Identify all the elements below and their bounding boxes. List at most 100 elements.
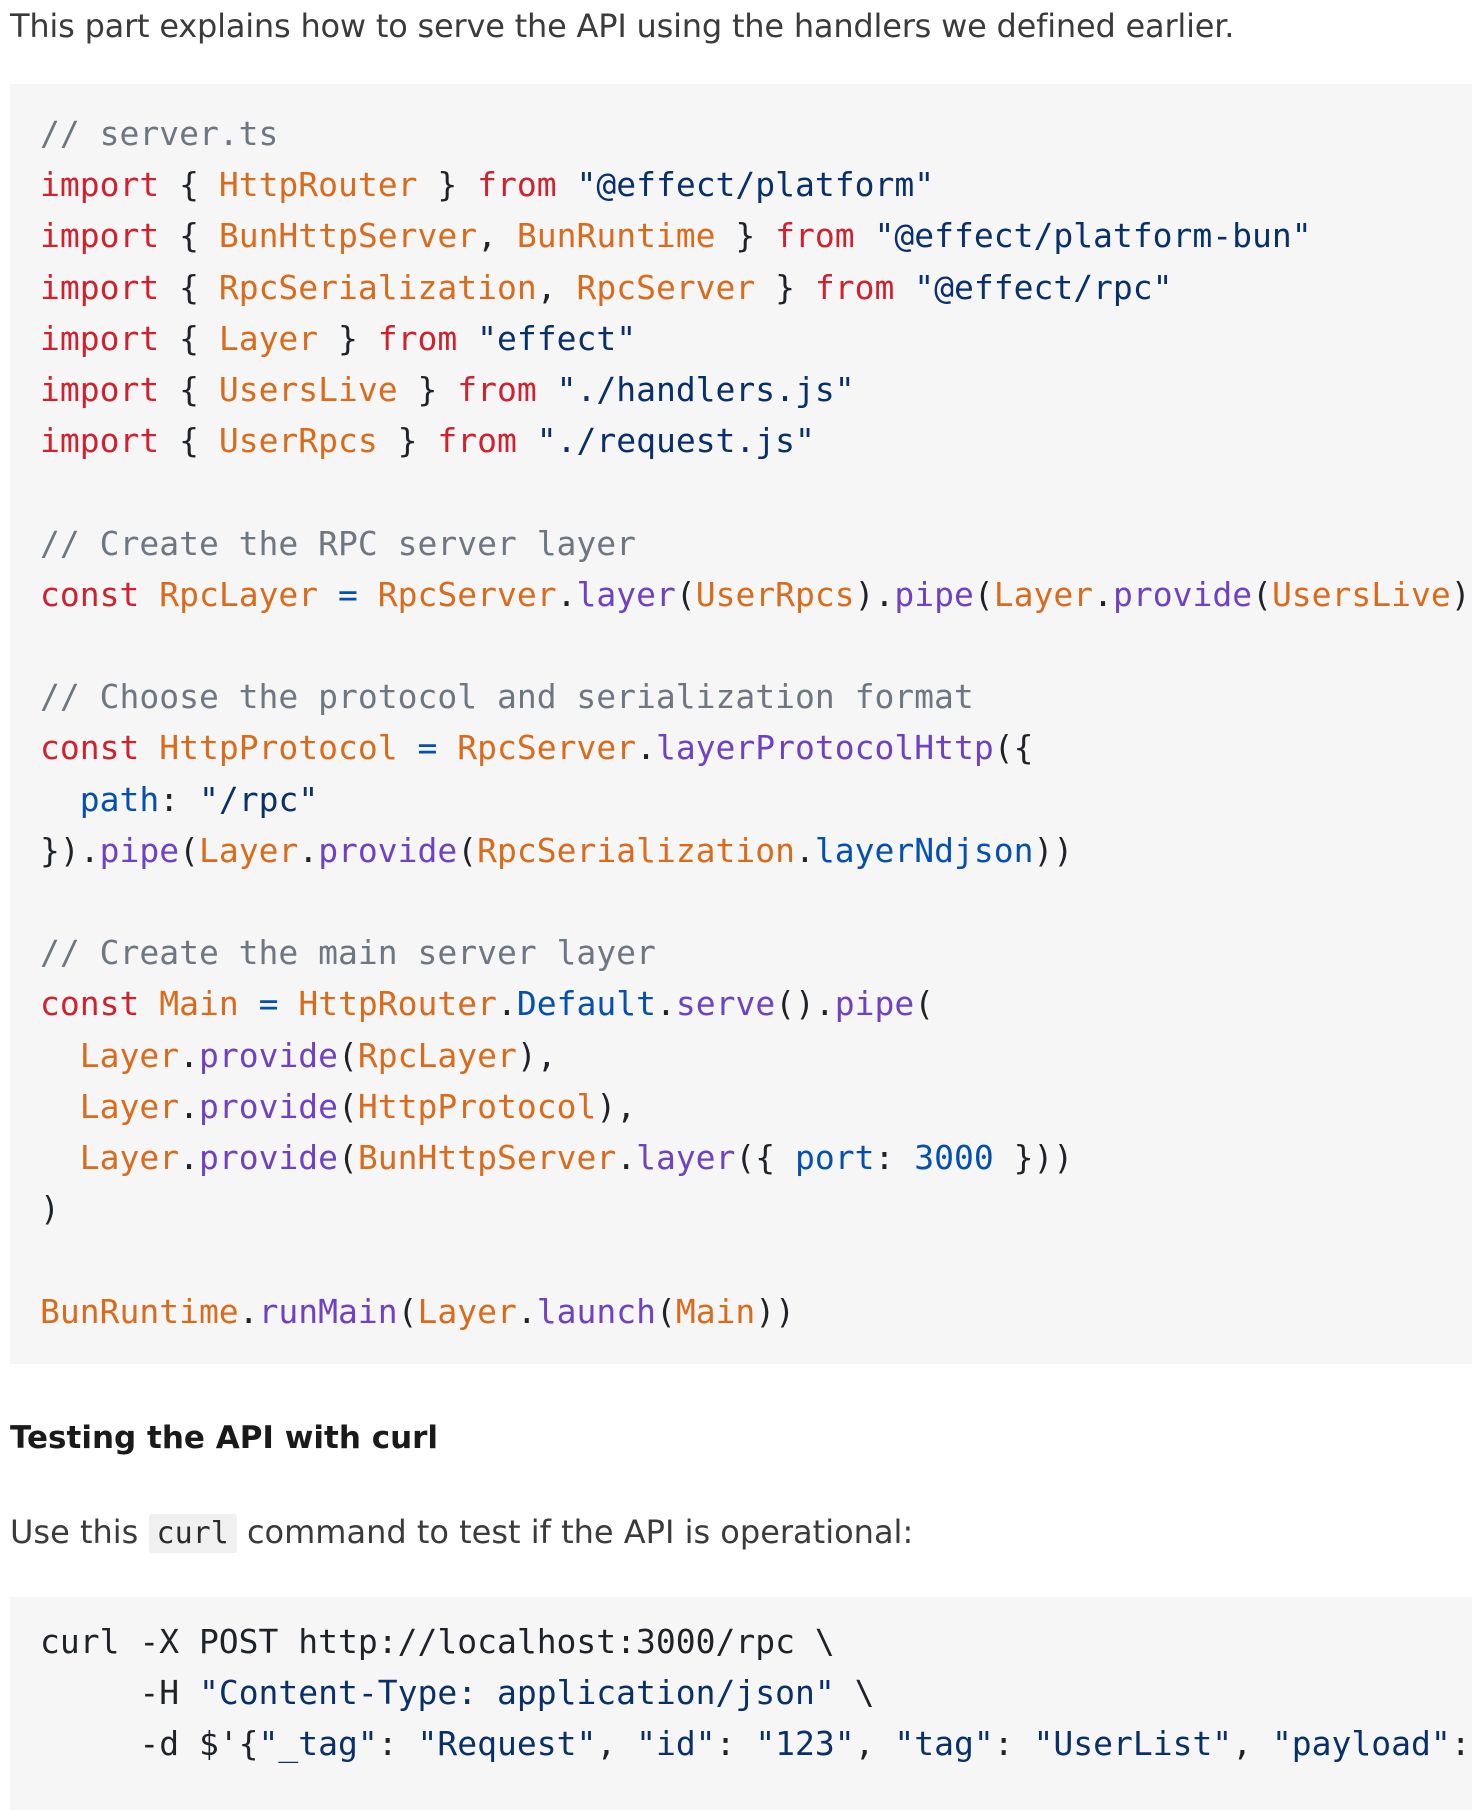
server-code-block: // server.ts import { HttpRouter } from … bbox=[10, 84, 1472, 1364]
code-token: Layer bbox=[218, 318, 319, 358]
code-token: } bbox=[755, 267, 815, 307]
code-line: // Choose the protocol and serialization… bbox=[40, 677, 974, 716]
code-token: ( bbox=[675, 574, 696, 614]
code-token: provide bbox=[198, 1086, 339, 1126]
code-line: import { HttpRouter } from "@effect/plat… bbox=[40, 165, 934, 204]
code-token: const bbox=[40, 984, 140, 1024]
code-line: -d $'{"_tag": "Request", "id": "123", "t… bbox=[40, 1724, 1472, 1763]
code-token: 3000 bbox=[914, 1138, 994, 1178]
code-token: ), bbox=[596, 1086, 637, 1126]
code-token: , bbox=[536, 267, 577, 307]
code-token: pipe bbox=[894, 574, 974, 614]
code-token: import bbox=[40, 370, 160, 410]
code-line: }).pipe(Layer.provide(RpcSerialization.l… bbox=[40, 831, 1073, 870]
code-token: . bbox=[556, 574, 577, 614]
code-token: ( bbox=[655, 1291, 676, 1331]
code-token: RpcServer bbox=[457, 728, 637, 768]
code-token: : bbox=[377, 1724, 418, 1764]
code-token: RpcLayer bbox=[357, 1035, 517, 1075]
code-token: BunRuntime bbox=[516, 216, 716, 256]
section-heading: Testing the API with curl bbox=[10, 1420, 439, 1456]
code-token: import bbox=[40, 421, 160, 461]
code-token: "Request" bbox=[417, 1724, 597, 1764]
code-token: layerNdjson bbox=[814, 830, 1034, 870]
code-token: ( bbox=[1252, 574, 1272, 614]
code-token: // Create the main server layer bbox=[40, 933, 656, 973]
code-token: RpcServer bbox=[377, 574, 557, 614]
code-token: pipe bbox=[99, 830, 180, 870]
code-line: Layer.provide(HttpProtocol), bbox=[40, 1087, 636, 1126]
code-token: provide bbox=[198, 1138, 339, 1178]
code-token: "@effect/platform" bbox=[576, 165, 935, 205]
code-token: ({ bbox=[735, 1138, 796, 1178]
code-line: Layer.provide(BunHttpServer.layer({ port… bbox=[40, 1138, 1073, 1177]
code-token: Main bbox=[159, 984, 239, 1024]
code-token: , bbox=[1232, 1724, 1272, 1764]
code-token: from bbox=[457, 370, 537, 410]
code-token: ( bbox=[338, 1035, 358, 1075]
code-token: , bbox=[596, 1724, 637, 1764]
code-token: UserRpcs bbox=[695, 574, 855, 614]
code-line: import { RpcSerialization, RpcServer } f… bbox=[40, 268, 1173, 307]
code-token: from bbox=[775, 216, 855, 256]
code-token: RpcSerialization bbox=[477, 830, 796, 870]
code-token: "./request.js" bbox=[536, 421, 815, 461]
code-token: (). bbox=[775, 984, 835, 1024]
code-token bbox=[40, 780, 80, 819]
code-token: "id" bbox=[636, 1724, 716, 1764]
code-token: . bbox=[1093, 574, 1113, 614]
code-token bbox=[398, 728, 418, 767]
code-token: UserRpcs bbox=[218, 421, 378, 461]
code-token bbox=[40, 1036, 80, 1075]
code-token: } bbox=[417, 165, 478, 205]
code-token: . bbox=[179, 1086, 199, 1126]
code-token: . bbox=[616, 1138, 637, 1178]
code-token: import bbox=[40, 216, 160, 256]
code-token: layer bbox=[576, 574, 676, 614]
code-token bbox=[457, 319, 477, 358]
code-token: { bbox=[159, 267, 219, 307]
code-token: "./handlers.js" bbox=[556, 370, 855, 410]
code-line: -H "Content-Type: application/json" \ bbox=[40, 1673, 874, 1712]
code-token: ) bbox=[40, 1189, 60, 1229]
code-token: "payload" bbox=[1271, 1724, 1451, 1764]
code-token: "effect" bbox=[477, 318, 637, 358]
code-token: layer bbox=[636, 1138, 736, 1178]
code-token bbox=[855, 216, 875, 255]
code-token: )) bbox=[1450, 574, 1472, 614]
code-token: , bbox=[477, 216, 517, 256]
code-token: . bbox=[655, 984, 676, 1024]
code-line: const HttpProtocol = RpcServer.layerProt… bbox=[40, 728, 1033, 767]
code-token: }). bbox=[40, 830, 100, 870]
code-token: { bbox=[159, 318, 219, 358]
code-token: })) bbox=[993, 1138, 1074, 1178]
code-token: ). bbox=[854, 574, 895, 614]
code-token bbox=[437, 728, 457, 767]
code-token: RpcServer bbox=[576, 267, 756, 307]
code-token: "_tag" bbox=[258, 1724, 378, 1764]
code-token: } bbox=[377, 421, 438, 461]
code-line: ) bbox=[40, 1189, 60, 1228]
code-token: const bbox=[40, 574, 140, 614]
code-token: // Create the RPC server layer bbox=[40, 523, 637, 563]
code-token: path bbox=[79, 779, 160, 819]
curl-code-block: curl -X POST http://localhost:3000/rpc \… bbox=[10, 1597, 1472, 1810]
intro-paragraph: This part explains how to serve the API … bbox=[10, 7, 1235, 45]
code-token bbox=[139, 728, 159, 767]
para-text-after: command to test if the API is operationa… bbox=[236, 1513, 914, 1551]
code-token: "tag" bbox=[894, 1724, 994, 1764]
code-token bbox=[894, 268, 914, 307]
code-token: = bbox=[417, 728, 438, 768]
code-token: Default bbox=[516, 984, 656, 1024]
code-token: UsersLive bbox=[218, 370, 398, 410]
code-token: BunHttpServer bbox=[357, 1138, 617, 1178]
code-token: curl -X POST http://localhost:3000/rpc \ bbox=[40, 1622, 835, 1661]
code-token: port bbox=[795, 1138, 875, 1178]
code-token: : bbox=[715, 1724, 756, 1764]
code-token: // Choose the protocol and serialization… bbox=[40, 677, 974, 717]
code-token: BunHttpServer bbox=[218, 216, 478, 256]
code-token: Layer bbox=[198, 830, 299, 870]
code-token: . bbox=[179, 1035, 199, 1075]
curl-instruction-paragraph: Use this curl command to test if the API… bbox=[10, 1510, 913, 1556]
code-token: pipe bbox=[834, 984, 915, 1024]
